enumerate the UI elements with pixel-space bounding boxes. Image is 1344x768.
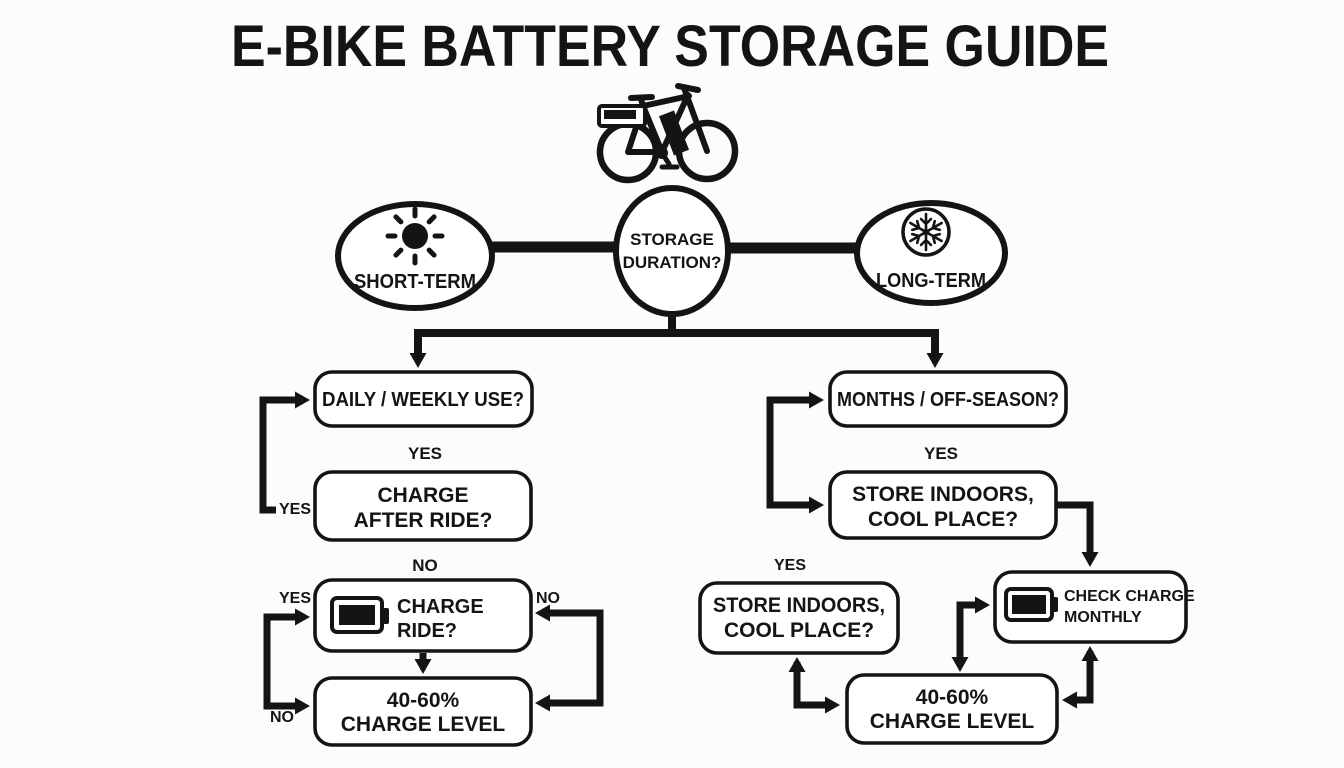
charge-ride-line2: RIDE? [397,620,457,642]
page-title: E-BIKE BATTERY STORAGE GUIDE [231,14,1109,79]
node-months-off-season [828,370,1068,428]
store-indoors-a-line1: STORE INDOORS, [852,483,1034,506]
pedal [659,150,680,170]
storage-duration-label-line2: DURATION? [623,253,722,272]
long-term-label: LONG-TERM [876,270,986,292]
node-charge-level-left [313,676,533,747]
battery-icon [1004,587,1058,622]
storage-duration-label-line1: STORAGE [630,230,714,249]
label-no: NO [536,590,560,607]
label-yes: YES [279,590,311,607]
arrow-left-bracket [263,608,310,715]
tree-split [409,313,944,368]
rack-battery-icon [597,104,647,128]
store-indoors-b-line2: COOL PLACE? [724,619,874,642]
storage-duration-node [613,185,731,317]
node-charge-after-ride [313,470,533,542]
arrow-store-b-loop [788,657,840,714]
arrow-charge-ride-to-level [414,653,432,674]
node-daily-weekly-use [313,370,534,428]
arrow-level-loop-right [1062,646,1099,709]
label-yes: YES [279,501,311,518]
charge-after-ride-line1: CHARGE [377,484,468,507]
label-no: NO [412,556,438,575]
battery-icon [330,596,389,634]
store-indoors-a-line2: COOL PLACE? [868,508,1018,531]
label-yes: YES [408,444,442,463]
store-indoors-b-line1: STORE INDOORS, [713,594,885,617]
charge-level-right-line2: CHARGE LEVEL [870,710,1035,733]
short-term-label: SHORT-TERM [354,271,476,293]
frame-battery-icon [659,110,689,156]
arrow-left-bracket-right-branch [766,391,824,514]
charge-ride-line1: CHARGE [397,596,484,618]
label-yes: YES [924,444,958,463]
daily-weekly-use-label: DAILY / WEEKLY USE? [322,389,524,411]
check-charge-line1: CHECK CHARGE [1064,588,1195,605]
node-store-indoors-b [698,581,900,655]
label-no: NO [270,709,294,726]
check-charge-line2: MONTHLY [1064,609,1142,626]
snowflake-icon [901,207,951,257]
months-off-season-label: MONTHS / OFF-SEASON? [837,389,1059,411]
arrow-check-loop-left [951,596,990,672]
arrowhead [409,353,427,368]
charge-level-left-line2: CHARGE LEVEL [341,713,506,736]
arrow-yes-loopback [259,391,310,514]
node-charge-level-right [845,673,1059,745]
label-yes: YES [774,557,806,574]
arrow-right-bracket-left-branch [535,604,604,712]
arrowhead [926,353,944,368]
arrow-store-to-check [1056,501,1099,567]
charge-level-left-line1: 40-60% [387,689,460,712]
sun-icon [385,206,445,266]
charge-level-right-line1: 40-60% [916,686,989,709]
charge-after-ride-line2: AFTER RIDE? [354,509,493,532]
